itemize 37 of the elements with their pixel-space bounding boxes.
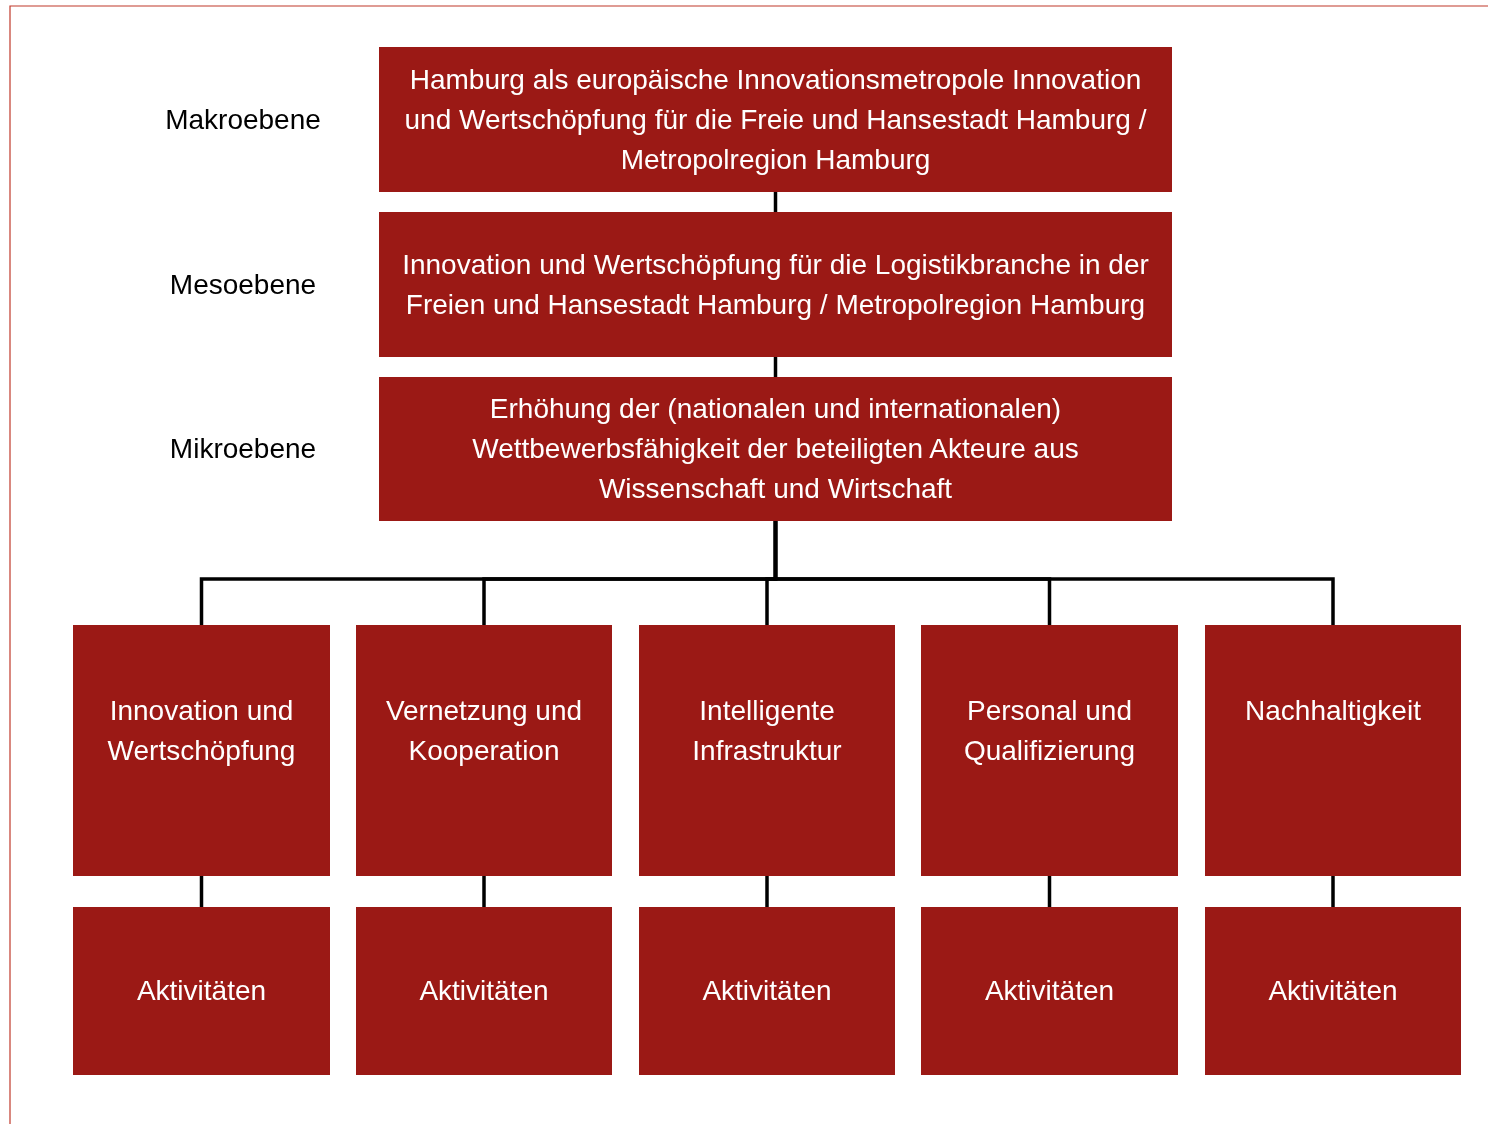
connector-line	[773, 357, 778, 377]
process-box	[379, 212, 1172, 357]
box-text: Intelligente Infrastruktur	[691, 694, 843, 768]
process-box	[1205, 625, 1461, 876]
level-label: Mesoebene	[169, 268, 317, 301]
process-box	[921, 907, 1178, 1075]
process-box	[1205, 907, 1461, 1075]
process-box	[639, 907, 895, 1075]
process-box	[921, 625, 1178, 876]
box-text: Hamburg als europäische Innovationsmetropole Innovation und Wertschöpfung für die Freie und Hansestadt Hamburg / Metropolregion Hamburg	[403, 62, 1148, 177]
process-box	[639, 625, 895, 876]
process-box	[356, 907, 612, 1075]
connector-line	[765, 876, 769, 907]
box-text: Aktivitäten	[419, 974, 549, 1008]
box-text: Aktivitäten	[136, 974, 267, 1008]
connector-line	[482, 876, 486, 907]
process-box	[379, 377, 1172, 521]
process-box	[379, 47, 1172, 192]
level-label: Mikroebene	[169, 433, 317, 465]
box-text: Aktivitäten	[984, 974, 1115, 1008]
connector-line	[773, 521, 1335, 625]
box-text: Personal und Qualifizierung	[962, 694, 1137, 768]
process-box	[73, 907, 330, 1075]
box-text: Innovation und Wertschöpfung	[106, 694, 297, 768]
box-text: Aktivitäten	[1268, 974, 1398, 1008]
connector-line	[773, 192, 778, 212]
connector-line	[1331, 876, 1335, 907]
process-box	[73, 625, 330, 876]
box-text: Innovation und Wertschöpfung für die Logistikbranche in der Freien und Hansestadt Hamburg / Metropolregion Hamburg	[401, 247, 1150, 322]
connector-line	[199, 876, 204, 907]
process-box	[356, 625, 612, 876]
level-label: Makroebene	[165, 103, 321, 136]
box-text: Erhöhung der (nationalen und internationalen) Wettbewerbsfähigkeit der beteiligten Akteure aus Wissenschaft und Wirtschaft	[471, 392, 1080, 506]
box-text: Vernetzung und Kooperation	[384, 694, 584, 768]
box-text: Aktivitäten	[702, 974, 832, 1008]
connector-line	[1047, 876, 1052, 907]
box-text: Nachhaltigkeit	[1245, 694, 1421, 728]
